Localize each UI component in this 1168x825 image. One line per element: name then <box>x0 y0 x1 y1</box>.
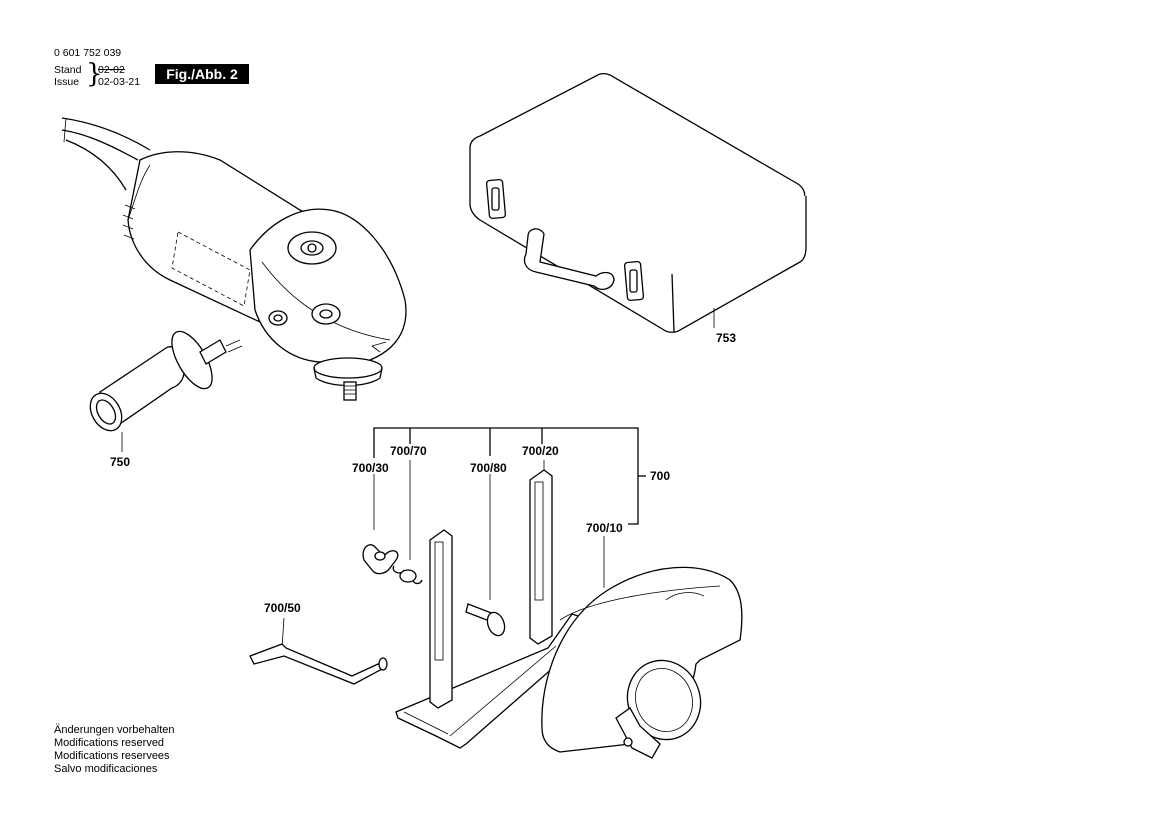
carrying-case-753 <box>469 72 807 333</box>
label-700-50: 700/50 <box>264 601 301 615</box>
note-fr: Modifications reservees <box>54 750 170 762</box>
brace-symbol: } <box>86 59 103 89</box>
note-de: Änderungen vorbehalten <box>54 724 175 736</box>
label-700-10: 700/10 <box>586 521 623 535</box>
wrench-700-50 <box>249 643 388 685</box>
note-es: Salvo modificaciones <box>54 763 158 775</box>
stand-label: Stand <box>54 64 82 76</box>
wing-nut-700-30 <box>362 544 399 575</box>
spring-700-70 <box>392 565 423 585</box>
label-700-20: 700/20 <box>522 444 559 458</box>
cutting-guard-700-10 <box>541 566 743 759</box>
auxiliary-handle-750 <box>89 330 243 452</box>
label-753: 753 <box>716 331 736 345</box>
label-700-70: 700/70 <box>390 444 427 458</box>
label-700: 700 <box>650 469 670 483</box>
issue-label: Issue <box>54 76 80 88</box>
stand-date: 02-02 <box>98 64 125 76</box>
note-en: Modifications reserved <box>54 737 165 749</box>
label-750: 750 <box>110 455 130 469</box>
modifications-notes: Änderungen vorbehalten Modifications res… <box>54 724 174 776</box>
document-number: 0 601 752 039 <box>54 47 122 59</box>
figure-badge: Fig./Abb. 2 <box>155 64 249 84</box>
issue-date: 02-03-21 <box>98 76 141 88</box>
label-700-30: 700/30 <box>352 461 389 475</box>
cutting-guide-700-80 <box>395 469 579 749</box>
angle-grinder-drawing <box>61 117 407 401</box>
label-700-80: 700/80 <box>470 461 507 475</box>
